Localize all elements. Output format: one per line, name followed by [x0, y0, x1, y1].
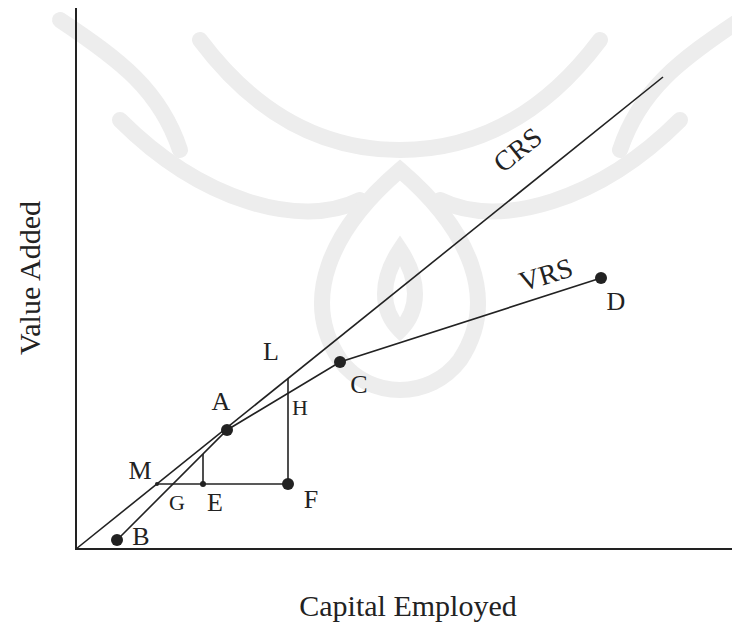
point-letter: L — [263, 339, 279, 365]
point-letter: E — [207, 490, 223, 516]
axis-title: Capital Employed — [299, 591, 516, 621]
axes — [75, 8, 732, 550]
frontier-name: VRS — [516, 254, 576, 297]
axis-title: Value Added — [15, 201, 45, 355]
projection-lines — [157, 378, 288, 484]
point-letter: H — [292, 397, 308, 419]
crs-frontier — [76, 77, 663, 549]
point-letter: C — [350, 372, 367, 398]
unit-points — [111, 272, 607, 546]
point-letter: D — [607, 289, 626, 315]
vrs-frontier — [117, 278, 601, 540]
watermark-ornament — [60, 20, 732, 390]
point-letter: A — [212, 389, 231, 415]
point-letter: M — [128, 458, 151, 484]
point-letter: F — [304, 487, 318, 513]
point-letter: G — [169, 492, 185, 514]
point-letter: B — [132, 524, 149, 550]
